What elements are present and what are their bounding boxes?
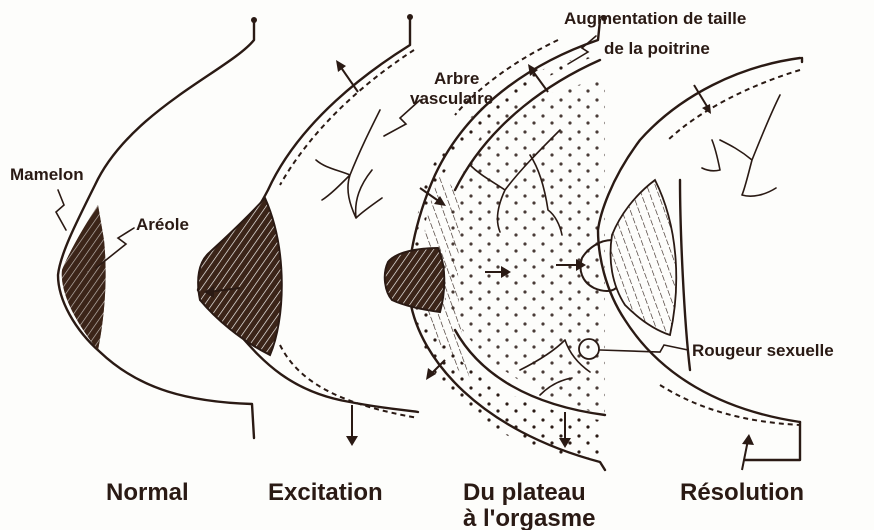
resolution-lower-box: [745, 422, 800, 460]
leader-mamelon: [56, 190, 66, 230]
resolution-up-arrowhead: [742, 434, 754, 445]
excitation-vascular-tree: [316, 110, 382, 218]
label-arbre-2: vasculaire: [410, 89, 493, 108]
normal-top-marker: [251, 17, 257, 23]
excitation-areola: [198, 198, 282, 355]
excitation-body-outline: [198, 20, 418, 412]
resolution-vascular-tree: [702, 95, 780, 196]
label-augmentation-1: Augmentation de taille: [564, 9, 746, 28]
label-augmentation-2: de la poitrine: [604, 39, 710, 58]
excitation-breast: [198, 14, 418, 446]
label-rougeur: Rougeur sexuelle: [692, 341, 834, 360]
excitation-dashed-outline: [280, 50, 418, 418]
resolution-outer-curve: [680, 58, 802, 370]
resolution-up-arrow: [742, 440, 748, 470]
plateau-nipple: [385, 248, 444, 312]
phase-plateau-1: Du plateau: [463, 479, 586, 506]
phase-plateau-2: à l'orgasme: [463, 505, 595, 530]
label-mamelon: Mamelon: [10, 165, 84, 184]
phase-normal: Normal: [106, 479, 189, 506]
excitation-up-arrowhead: [336, 60, 346, 72]
phase-excitation: Excitation: [268, 479, 383, 506]
excitation-top-marker: [407, 14, 413, 20]
label-areole: Aréole: [136, 215, 189, 234]
plateau-breast: [385, 15, 607, 470]
leader-arbre: [384, 100, 420, 136]
label-arbre-1: Arbre: [434, 69, 479, 88]
excitation-down-arrowhead: [346, 436, 358, 446]
phase-resolution: Résolution: [680, 479, 804, 506]
